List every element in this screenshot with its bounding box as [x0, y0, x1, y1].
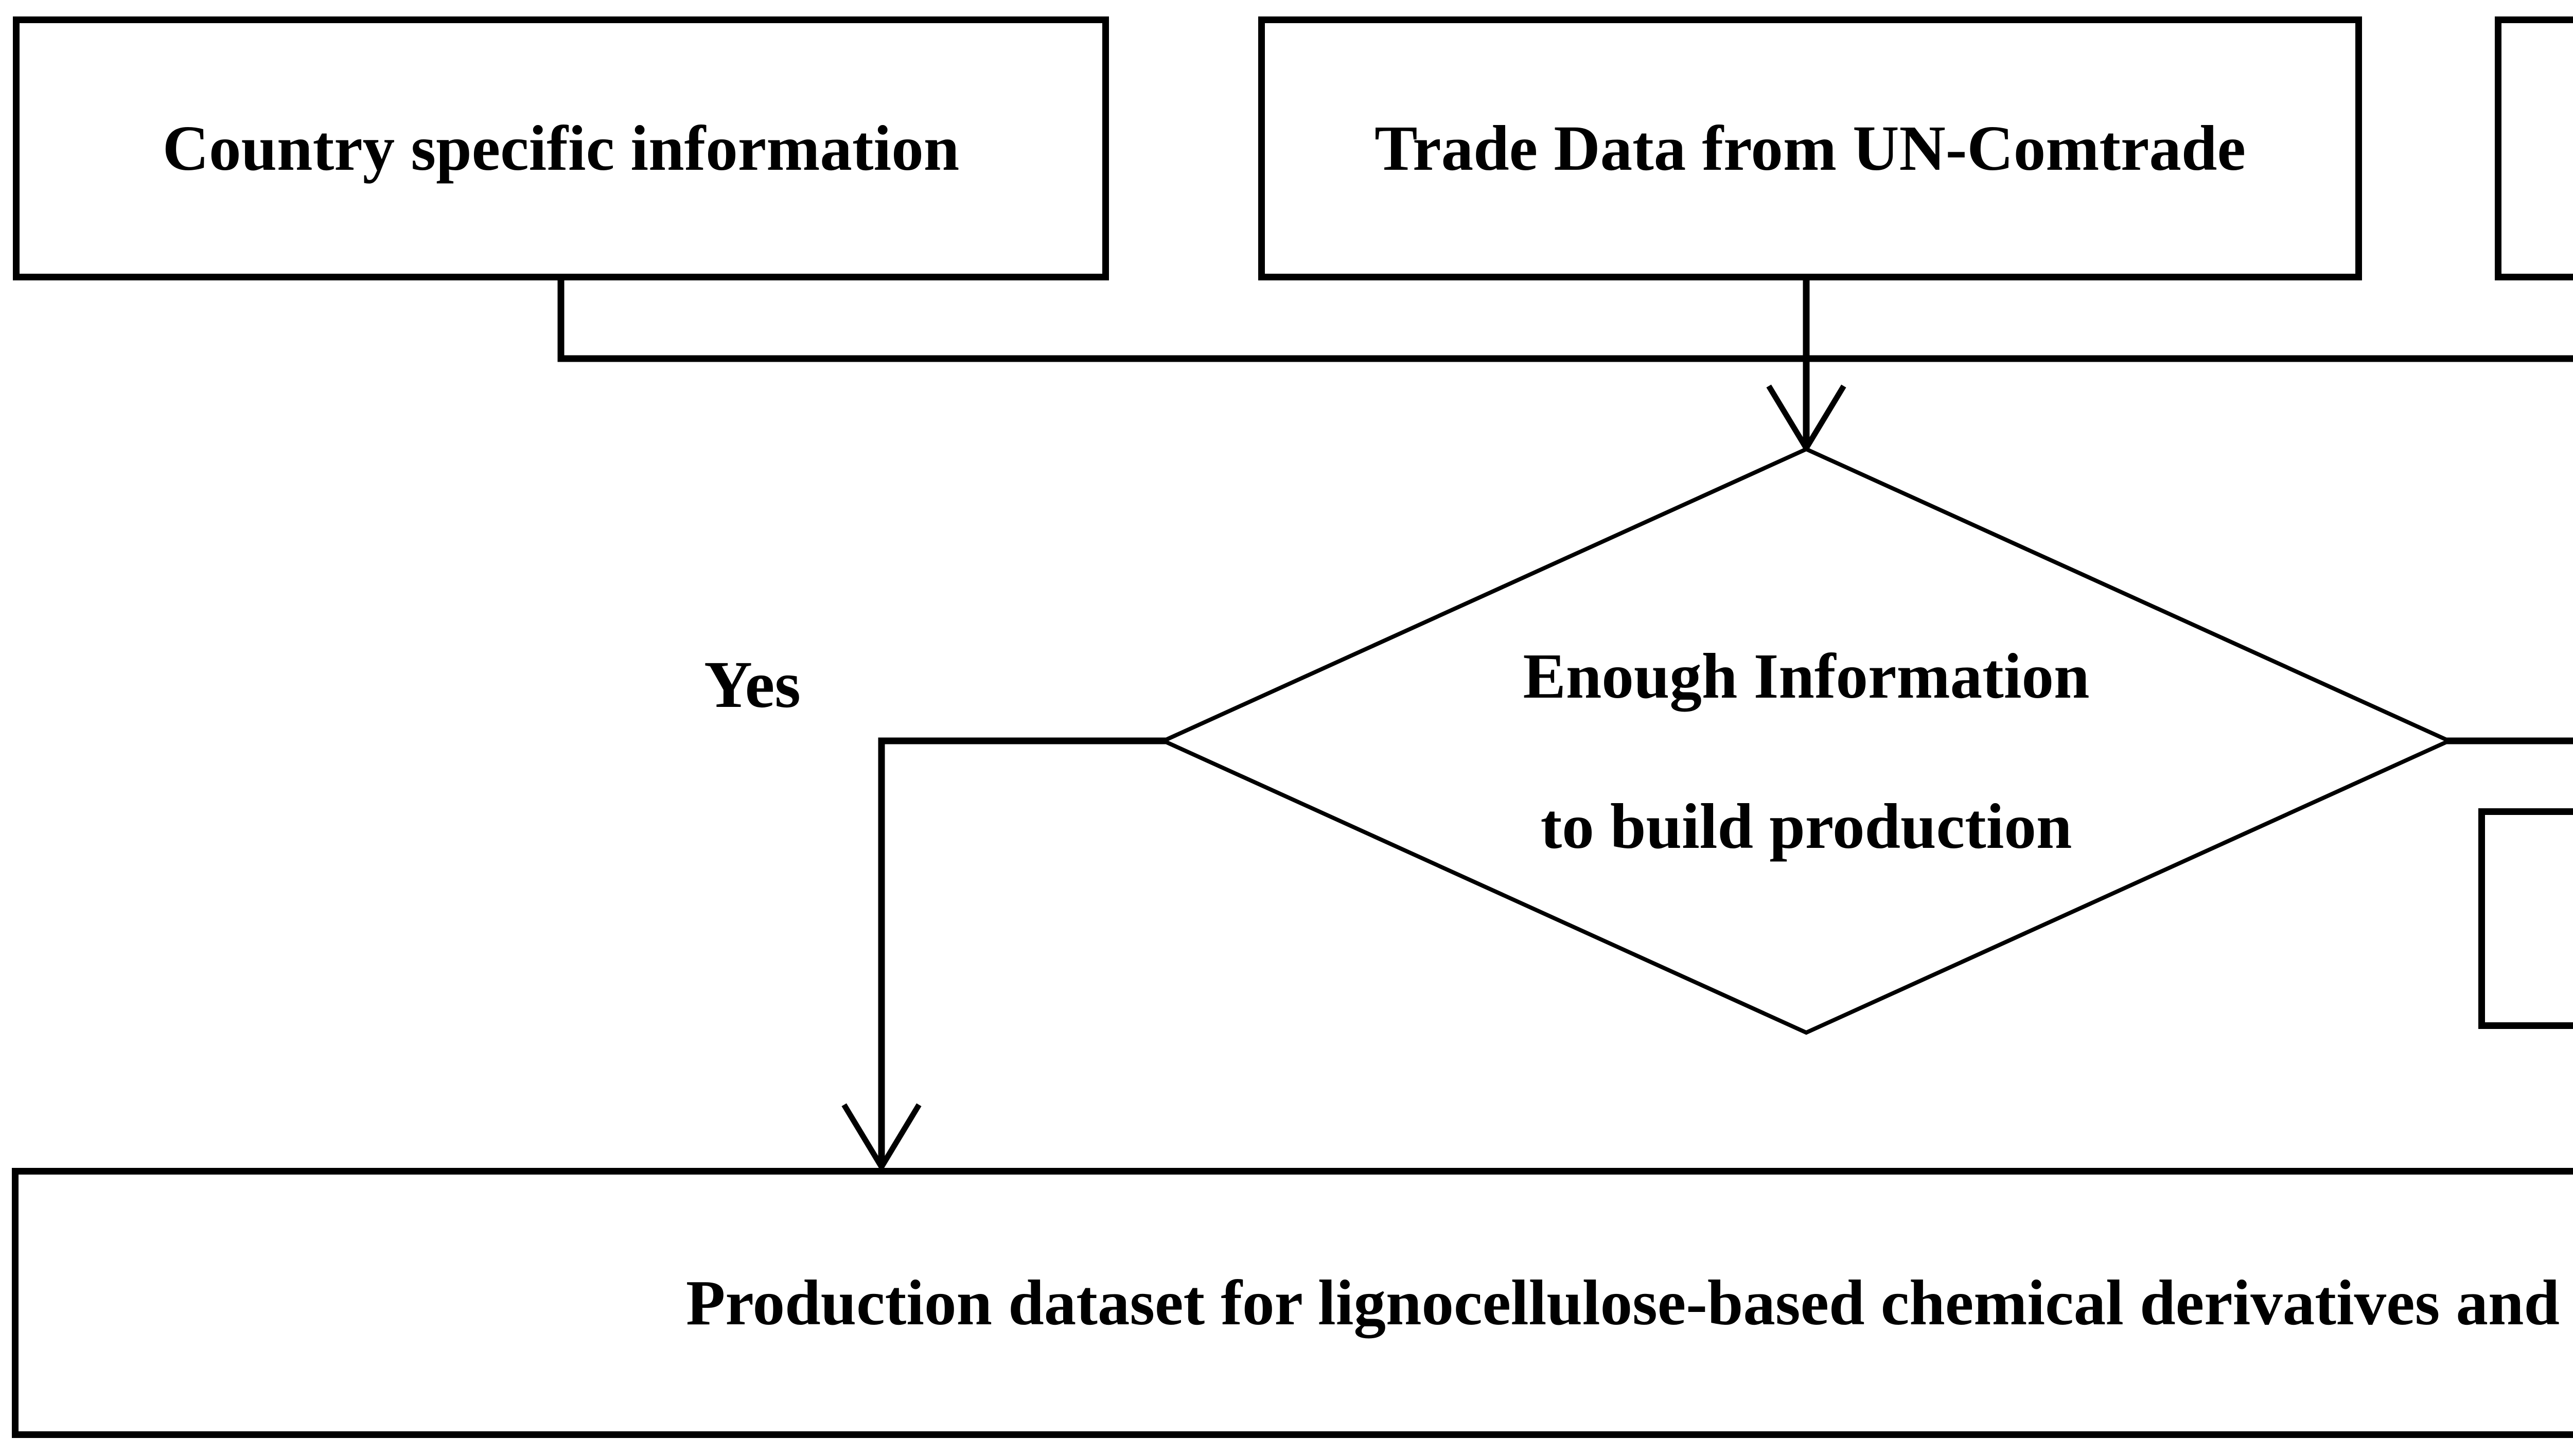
decision-label-line1: Enough Information: [1523, 641, 2090, 712]
process-box-linear-optimization: Linear optimization: [2478, 808, 2573, 1029]
decision-diamond: [1158, 447, 2454, 1035]
source-box-dissolving-pulp-consumption: Consumption of Dissolving Pulp: [2495, 16, 2573, 280]
no-branch-line: [2445, 737, 2573, 744]
arrowhead-yes-into-output-icon: [841, 1103, 922, 1173]
output-box-label: Production dataset for lignocellulose-ba…: [686, 1267, 2573, 1339]
source-box-label: Country specific information: [162, 113, 960, 184]
source-box-label: Trade Data from UN-Comtrade: [1374, 113, 2246, 184]
output-box-production-dataset: Production dataset for lignocellulose-ba…: [12, 1168, 2573, 1438]
source-box-country-specific-information: Country specific information: [13, 16, 1109, 280]
decision-label: Enough Information to build production: [1523, 601, 2090, 902]
yes-branch-line: [878, 737, 1167, 1165]
yes-branch-label: Yes: [704, 648, 801, 722]
decision-label-line2: to build production: [1540, 791, 2072, 862]
sources-merge-line: [557, 277, 2573, 362]
source-box-trade-data: Trade Data from UN-Comtrade: [1258, 16, 2362, 280]
